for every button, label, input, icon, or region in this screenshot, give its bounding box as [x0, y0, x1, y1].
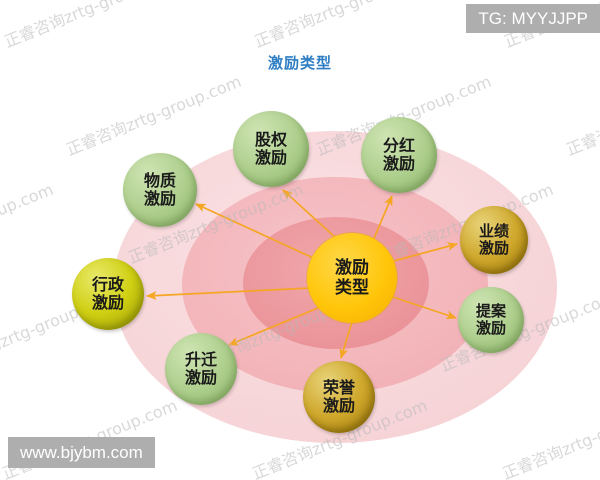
- node-performance-label-2: 激励: [478, 239, 509, 257]
- center-node-label-1: 激励: [335, 257, 369, 278]
- node-equity-label-2: 激励: [254, 148, 287, 167]
- arrow-to-performance: [389, 242, 458, 263]
- node-promotion[interactable]: 升迁激励: [165, 333, 237, 405]
- node-material[interactable]: 物质激励: [123, 153, 197, 227]
- website-watermark-badge: www.bjybm.com: [8, 437, 155, 468]
- node-performance[interactable]: 业绩激励: [460, 206, 528, 274]
- node-dividend[interactable]: 分红激励: [361, 117, 437, 193]
- center-node-label-2: 类型: [335, 278, 369, 298]
- center-node[interactable]: 激励 类型: [307, 233, 397, 323]
- arrow-to-promotion: [228, 304, 326, 346]
- node-promotion-label-1: 升迁: [184, 350, 217, 370]
- node-honor[interactable]: 荣誉激励: [303, 361, 375, 433]
- node-proposal[interactable]: 提案激励: [458, 287, 524, 353]
- node-honor-label-1: 荣誉: [322, 378, 355, 398]
- node-honor-label-2: 激励: [322, 396, 355, 415]
- arrow-to-proposal: [389, 295, 457, 320]
- arrow-group: [145, 189, 458, 359]
- node-administrative-label-2: 激励: [91, 293, 124, 312]
- arrow-to-dividend: [371, 195, 393, 244]
- arrow-to-material: [195, 203, 323, 263]
- telegram-watermark-badge: TG: MYYJJPP: [466, 4, 600, 33]
- arrow-to-equity: [282, 189, 338, 240]
- node-equity[interactable]: 股权激励: [233, 111, 309, 187]
- node-administrative[interactable]: 行政激励: [72, 258, 144, 330]
- node-material-label-1: 物质: [143, 171, 176, 191]
- node-performance-label-1: 业绩: [478, 222, 509, 241]
- node-material-label-2: 激励: [143, 189, 176, 208]
- node-administrative-label-1: 行政: [91, 275, 124, 295]
- node-dividend-label-2: 激励: [382, 154, 415, 173]
- page-title: 激励类型: [267, 54, 332, 72]
- node-equity-label-1: 股权: [254, 130, 287, 150]
- arrow-to-honor: [339, 321, 353, 359]
- node-proposal-label-1: 提案: [475, 302, 506, 321]
- node-dividend-label-1: 分红: [382, 136, 415, 156]
- arrow-to-administrative: [145, 287, 312, 300]
- node-proposal-label-2: 激励: [475, 319, 506, 337]
- node-promotion-label-2: 激励: [184, 368, 217, 387]
